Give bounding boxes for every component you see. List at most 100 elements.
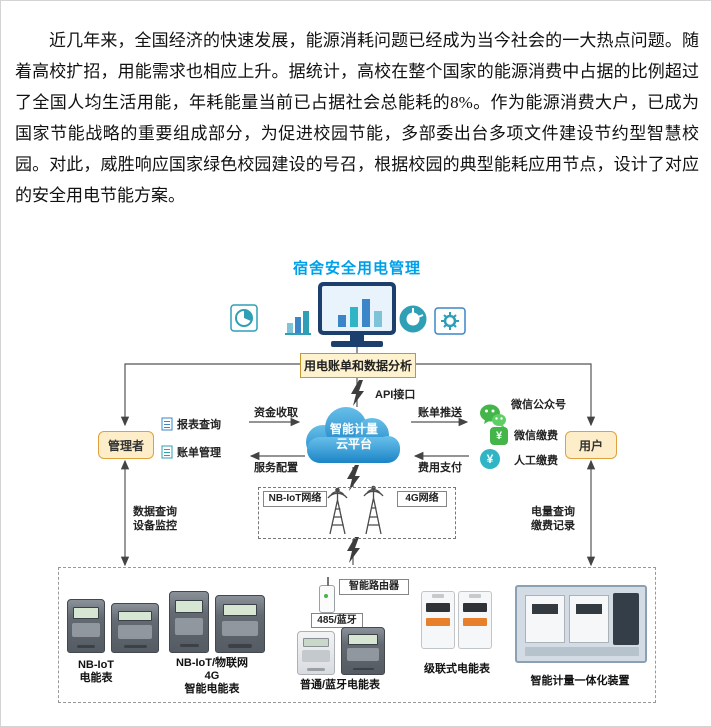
smart-meter-image	[215, 595, 265, 653]
label-line: 级联式电能表	[424, 663, 490, 675]
gear-chart-icon	[434, 307, 466, 335]
cloud-line2: 云平台	[335, 437, 372, 451]
cabinet-meter	[569, 595, 609, 643]
fund-collect-label: 资金收取	[254, 407, 298, 419]
meter-lcd	[222, 603, 258, 616]
data-query-label: 数据查询 设备监控	[133, 505, 177, 533]
monitor-screen	[322, 286, 392, 331]
integrated-cabinet-label: 智能计量一体化装置	[505, 675, 655, 688]
yuan-glyph: ¥	[486, 452, 494, 466]
label-line: NB-IoT	[77, 659, 115, 671]
cloud-platform-label: 智能计量 云平台	[301, 422, 407, 452]
manual-pay-label: 人工缴费	[514, 455, 558, 467]
screen-bar	[338, 315, 346, 327]
bill-push-label: 账单推送	[418, 407, 462, 419]
power-query-line: 电量查询	[531, 506, 575, 518]
nbiot-network-tag: NB-IoT网络	[263, 491, 327, 507]
din-orange-band	[462, 617, 488, 626]
screen-bar	[362, 299, 370, 327]
screen-bar	[374, 311, 382, 327]
screen-bar	[350, 307, 358, 327]
user-node: 用户	[565, 431, 617, 459]
service-config-label: 服务配置	[254, 462, 298, 474]
nbiot-meter-image	[67, 599, 105, 653]
report-query-label: 报表查询	[177, 419, 221, 431]
din-orange-band	[425, 617, 451, 626]
meter-box	[58, 567, 656, 703]
intro-paragraph: 近几年来，全国经济的快速发展，能源消耗问题已经成为当今社会的一大热点问题。随着高…	[15, 31, 699, 205]
meter-lcd	[303, 637, 329, 648]
meter-lcd	[462, 603, 488, 613]
diagram-title: 宿舍安全用电管理	[292, 260, 421, 277]
integrated-cabinet-image	[515, 585, 647, 663]
smart-meter-label: NB-IoT/物联网 4G 智能电能表	[153, 657, 271, 696]
router-led	[323, 593, 328, 598]
meter-buttons	[179, 643, 199, 648]
pay-record-line: 缴费记录	[531, 520, 575, 532]
din-notch	[431, 594, 445, 599]
nbiot-meter-image	[111, 603, 159, 653]
meter-buttons	[77, 644, 95, 648]
cascade-meter-image	[458, 591, 492, 649]
label-line: 智能电能表	[184, 683, 240, 695]
meter-lcd	[175, 600, 203, 614]
router-tag: 智能路由器	[339, 579, 409, 595]
meter-panel	[221, 620, 259, 637]
bill-icon	[161, 445, 173, 459]
meter-buttons	[307, 668, 325, 671]
cascade-meter-image	[421, 591, 455, 649]
bluetooth-meter-image	[341, 627, 385, 675]
manual-pay-icon: ¥	[480, 449, 500, 469]
label-line: NB-IoT/物联网	[175, 657, 249, 669]
report-icon	[161, 417, 173, 431]
donut-chart-icon	[399, 305, 427, 333]
data-query-line: 数据查询	[133, 506, 177, 518]
din-notch	[468, 594, 482, 599]
common-meter-image	[297, 631, 335, 675]
g4-network-tag: 4G网络	[397, 491, 447, 507]
device-monitor-line: 设备监控	[133, 520, 177, 532]
common-meter-label: 普通/蓝牙电能表	[279, 679, 401, 692]
power-query-label: 电量查询 缴费记录	[531, 505, 575, 533]
monitor-icon	[318, 282, 396, 335]
meter-panel	[302, 650, 330, 663]
smart-meter-image	[169, 591, 209, 653]
cabinet-meter	[525, 595, 565, 643]
wechat-official-label: 微信公众号	[511, 399, 566, 411]
bill-manage-label: 账单管理	[177, 447, 221, 459]
monitor-base	[331, 341, 383, 347]
meter-lcd	[425, 603, 451, 613]
meter-lcd	[347, 634, 379, 645]
cabinet-terminal-strip	[525, 647, 639, 656]
monitor-stand	[350, 335, 364, 341]
meter-lcd	[73, 607, 99, 619]
label-line: 智能计量一体化装置	[530, 675, 630, 687]
cabinet-module	[613, 593, 639, 645]
network-box	[258, 487, 456, 539]
meter-lcd	[118, 610, 152, 622]
label-line: 电能表	[79, 672, 113, 684]
yuan-glyph: ¥	[495, 430, 503, 442]
meter-panel	[174, 618, 204, 636]
meter-buttons	[352, 667, 374, 671]
label-line: 普通/蓝牙电能表	[299, 679, 381, 691]
fee-pay-label: 费用支付	[418, 462, 462, 474]
api-label: API接口	[375, 389, 416, 401]
wechat-icon	[480, 404, 506, 428]
cloud-line1: 智能计量	[329, 422, 378, 436]
bar-chart-icon	[285, 311, 311, 335]
router-antenna	[327, 577, 329, 586]
nbiot-meter-label: NB-IoT 电能表	[46, 659, 146, 685]
meter-panel	[347, 648, 379, 662]
wechat-pay-label: 微信缴费	[514, 430, 558, 442]
label-line: 4G	[204, 670, 220, 682]
manager-node: 管理者	[98, 431, 154, 459]
router-icon	[319, 577, 335, 613]
meter-buttons	[123, 645, 147, 649]
bus-485-tag: 485/蓝牙	[311, 613, 363, 628]
meter-buttons	[228, 644, 252, 648]
cascade-meter-label: 级联式电能表	[409, 663, 505, 676]
meter-panel	[117, 625, 153, 639]
meter-panel	[72, 622, 100, 638]
